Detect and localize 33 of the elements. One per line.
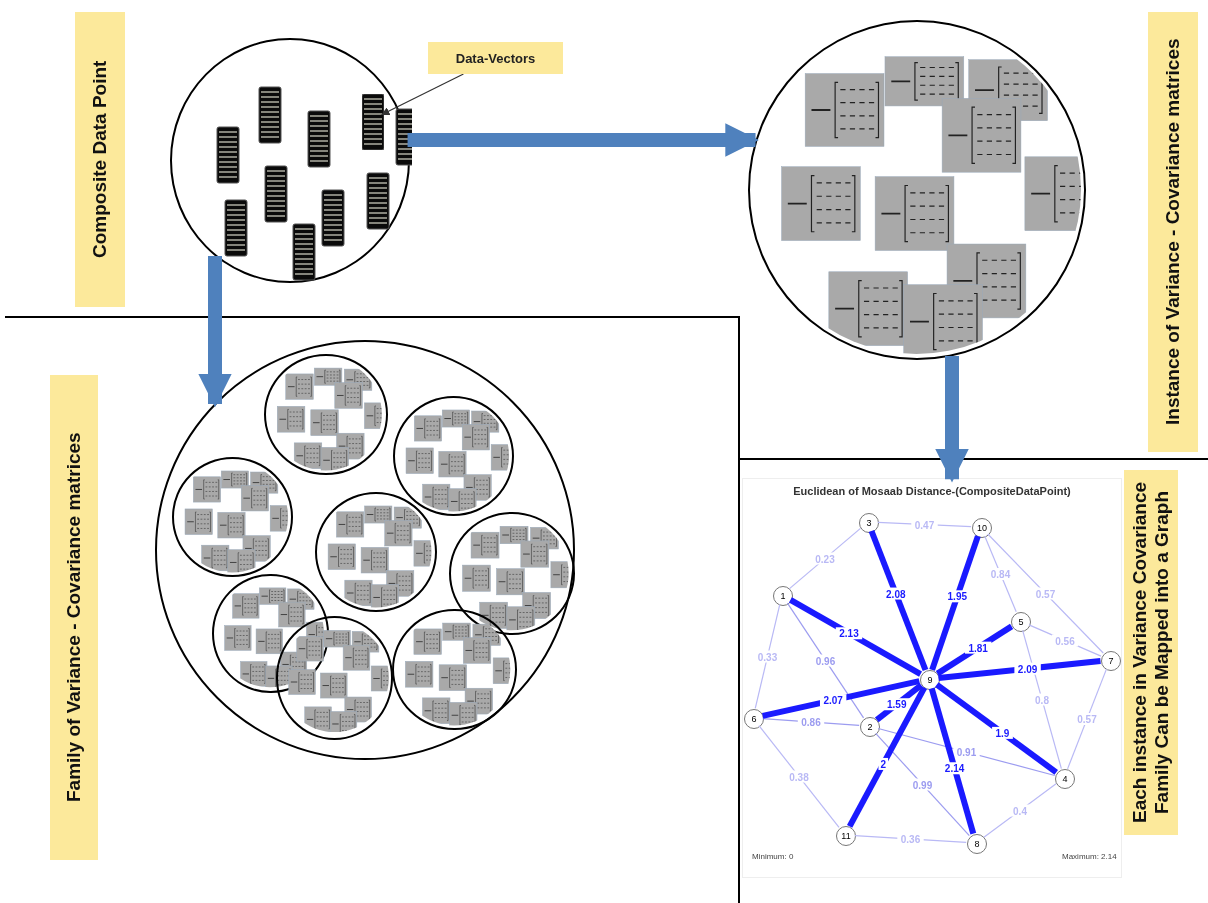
edge-label: 1.81 <box>965 641 992 654</box>
edge-label: 1.59 <box>883 698 910 711</box>
edge-label: 0.86 <box>797 716 825 728</box>
edge-label: 0.91 <box>953 746 980 758</box>
edge-label: 1.9 <box>992 726 1013 739</box>
circle <box>155 340 575 760</box>
edge-label: 2.13 <box>835 627 863 640</box>
graph-node: 11 <box>836 826 856 846</box>
graph-node: 10 <box>972 518 992 538</box>
edge-label: 0.47 <box>911 518 938 531</box>
edge-label: 2.09 <box>1014 662 1041 675</box>
title-label: Instance of Variance - Covariance matrices <box>1148 12 1198 452</box>
graph-node: 2 <box>860 717 880 737</box>
edge-label: 0.4 <box>1009 804 1031 817</box>
edge-label: 0.56 <box>1051 634 1079 647</box>
graph-node: 6 <box>744 709 764 729</box>
edge-label: 2 <box>878 757 889 770</box>
title-label: Each instance in Variance Covariance Family Can be Mapped into a Graph <box>1124 470 1178 835</box>
note-text: Maximum: 2.14 <box>1062 852 1117 861</box>
graph-node: 8 <box>967 834 987 854</box>
note-text: Minimum: 0 <box>752 852 794 861</box>
edge-label: 0.36 <box>897 833 924 845</box>
callout-label: Data-Vectors <box>428 42 563 74</box>
title-label: Composite Data Point <box>75 12 125 307</box>
edge-label: 2.07 <box>819 694 847 707</box>
chart-title: Euclidean of Mosaab Distance-(CompositeDataPoint) <box>792 485 1072 497</box>
data-vector <box>362 94 384 150</box>
graph-node: 1 <box>773 586 793 606</box>
graph-node: 3 <box>859 513 879 533</box>
graph-node: 7 <box>1101 651 1121 671</box>
graph-node: 4 <box>1055 769 1075 789</box>
graph-node: 5 <box>1011 612 1031 632</box>
title-label: Family of Variance - Covariance matrices <box>50 375 98 860</box>
